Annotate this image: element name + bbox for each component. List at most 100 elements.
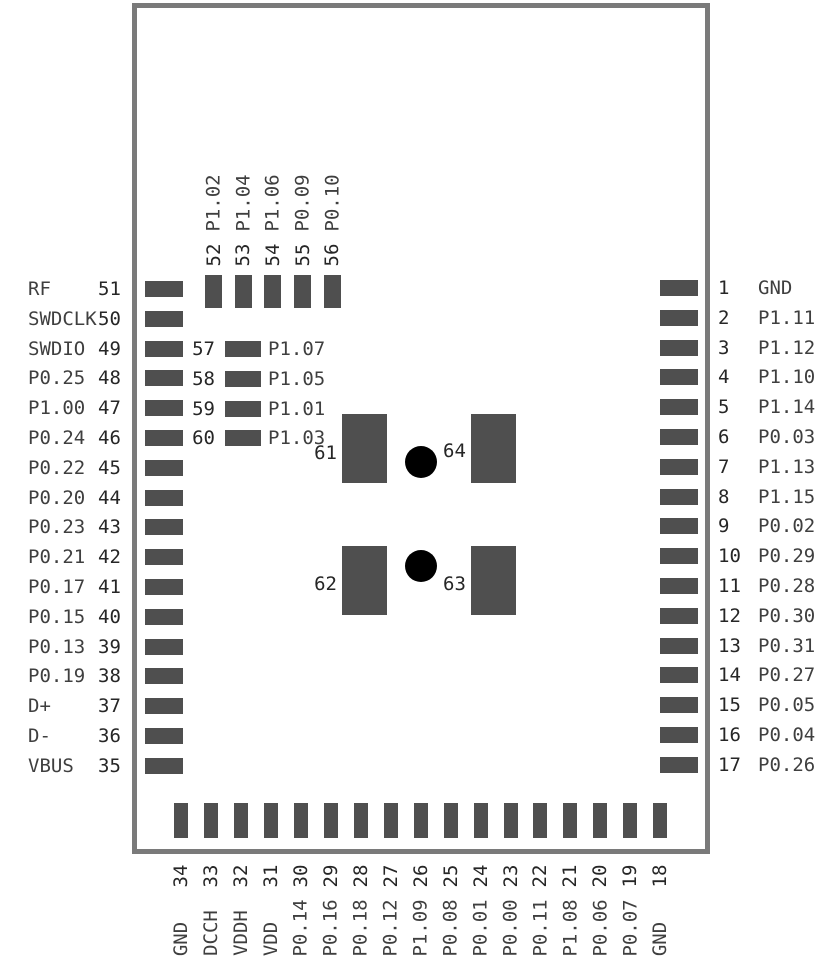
pin-number-38: 38 (98, 665, 121, 688)
pad-pin-52 (205, 275, 222, 308)
pad-pin-50 (145, 310, 183, 327)
pad-pin-41 (145, 579, 183, 595)
pin-name-26: P1.09 (409, 898, 432, 957)
pin-number-12: 12 (718, 604, 741, 627)
pad-pin-44 (145, 489, 183, 506)
pin-number-48: 48 (98, 367, 121, 390)
pad-pin-23 (503, 803, 518, 838)
pad-pin-42 (145, 549, 183, 566)
pad-pin-58 (225, 370, 261, 387)
pad-pin-53 (234, 275, 252, 308)
pin-name-9: P0.02 (758, 515, 816, 538)
pin-number-4: 4 (718, 366, 730, 389)
pin-name-22: P0.11 (529, 898, 552, 957)
pin-number-61: 61 (314, 442, 337, 464)
pad-pin-5 (660, 399, 698, 416)
pin-name-4: P1.10 (758, 366, 816, 389)
pin-number-16: 16 (718, 724, 741, 746)
pin-number-40: 40 (98, 605, 121, 628)
pin-name-60: P1.03 (268, 427, 326, 450)
pad-pin-47 (145, 400, 183, 417)
pin-name-11: P0.28 (758, 575, 816, 597)
pin-number-47: 47 (98, 397, 121, 420)
pin-name-48: P0.25 (28, 367, 86, 390)
pin-number-8: 8 (718, 485, 730, 508)
pad-pin-10 (660, 548, 698, 565)
pad-pin-36 (145, 728, 183, 744)
pad-pin-55 (294, 275, 312, 308)
pin-number-60: 60 (192, 427, 215, 450)
pad-pin-31 (263, 803, 278, 838)
pin-number-33: 33 (200, 864, 222, 888)
pin-number-15: 15 (718, 694, 741, 717)
pin-number-1: 1 (718, 277, 730, 299)
pad-pin-4 (660, 369, 698, 386)
pad-pin-25 (443, 803, 458, 838)
pad-pin-56 (323, 275, 341, 308)
center-via-bottom (405, 550, 437, 582)
pin-name-51: RF (28, 278, 51, 300)
pin-name-42: P0.21 (28, 546, 86, 569)
pin-number-17: 17 (718, 753, 741, 776)
center-pad-62 (342, 546, 387, 615)
pad-pin-29 (323, 803, 338, 838)
module-outline (132, 3, 710, 854)
pin-name-37: D+ (28, 695, 51, 718)
pin-name-44: P0.20 (28, 486, 86, 509)
pin-name-27: P0.12 (379, 898, 402, 957)
pin-number-21: 21 (559, 864, 582, 888)
pin-number-42: 42 (98, 546, 121, 569)
pad-pin-51 (145, 281, 183, 297)
pin-number-24: 24 (469, 864, 492, 888)
pin-number-9: 9 (718, 515, 730, 538)
pin-name-54: P1.06 (261, 173, 284, 232)
pad-pin-49 (145, 340, 183, 357)
pin-number-56: 56 (321, 243, 344, 267)
pad-pin-59 (225, 400, 261, 417)
pin-name-45: P0.22 (28, 456, 86, 479)
pad-pin-13 (660, 637, 698, 654)
pin-name-13: P0.31 (758, 634, 816, 657)
pad-pin-38 (145, 668, 183, 685)
pad-pin-16 (660, 727, 698, 743)
center-pad-64 (471, 414, 516, 483)
pin-number-43: 43 (98, 516, 121, 539)
pin-number-28: 28 (349, 864, 372, 888)
pin-name-47: P1.00 (28, 397, 86, 420)
pin-number-64: 64 (443, 440, 466, 462)
pin-number-13: 13 (718, 634, 741, 657)
pad-pin-8 (660, 488, 698, 505)
pin-number-19: 19 (619, 864, 642, 888)
pin-name-38: P0.19 (28, 665, 86, 688)
pin-name-25: P0.08 (439, 898, 462, 957)
pad-pin-14 (660, 667, 698, 684)
pad-pin-2 (660, 309, 698, 326)
pin-number-34: 34 (170, 864, 192, 888)
pin-number-44: 44 (98, 486, 121, 509)
pin-name-49: SWDIO (28, 337, 86, 360)
pad-pin-35 (145, 757, 183, 774)
pad-pin-28 (353, 803, 368, 838)
pad-pin-20 (593, 803, 608, 838)
pin-name-32: VDDH (229, 910, 252, 956)
pin-number-29: 29 (319, 864, 342, 888)
pin-name-28: P0.18 (349, 898, 372, 957)
pad-pin-22 (533, 803, 548, 838)
pin-number-53: 53 (232, 243, 255, 267)
pin-number-52: 52 (202, 243, 225, 267)
pin-number-23: 23 (499, 864, 522, 888)
pin-name-20: P0.06 (589, 898, 612, 957)
pin-name-52: P1.02 (202, 173, 225, 232)
pin-number-14: 14 (718, 664, 741, 687)
pin-name-33: DCCH (200, 910, 222, 956)
pin-name-40: P0.15 (28, 605, 86, 628)
pin-name-3: P1.12 (758, 336, 816, 359)
pad-pin-9 (660, 518, 698, 535)
pin-name-35: VBUS (28, 754, 74, 777)
pin-name-19: P0.07 (619, 898, 642, 957)
pin-number-25: 25 (439, 864, 462, 888)
pin-name-21: P1.08 (559, 898, 582, 957)
pad-pin-26 (413, 803, 428, 838)
pin-number-7: 7 (718, 455, 730, 478)
pad-pin-12 (660, 607, 698, 624)
